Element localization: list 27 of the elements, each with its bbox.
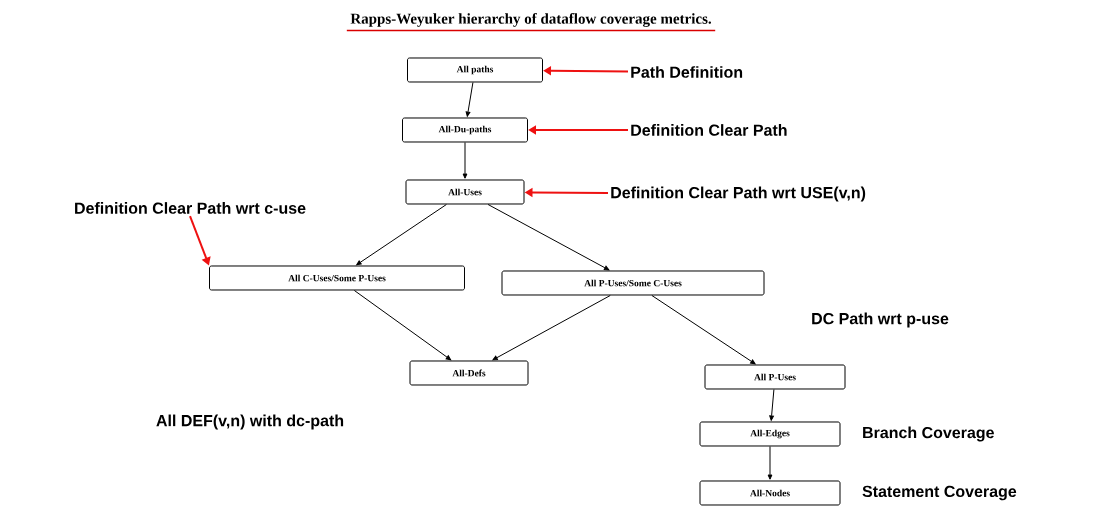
- annotation: Branch Coverage: [863, 426, 994, 442]
- metric-box: All-Du-paths: [402, 117, 528, 143]
- annotation: All DEF(v,n) with dc-path: [156, 414, 344, 430]
- metric-box: All-Edges: [699, 421, 841, 447]
- annotation: Definition Clear Path: [631, 124, 787, 136]
- metric-box: All-Nodes: [699, 480, 841, 506]
- arrow: [487, 204, 610, 271]
- arrow: [767, 446, 773, 480]
- metric-box: All-Defs: [409, 360, 529, 386]
- metric-box: All P-Uses: [704, 364, 846, 390]
- annotation: Path Definition: [631, 66, 743, 78]
- arrow: [465, 82, 474, 117]
- arrow: [769, 389, 775, 421]
- arrow: [492, 295, 611, 361]
- metric-box: All C-Uses/Some P-Uses: [209, 265, 465, 291]
- annotation: DC Path wrt p-use: [812, 312, 949, 328]
- arrow: [356, 204, 447, 266]
- metric-box: All-Uses: [405, 179, 525, 205]
- arrow: [353, 290, 452, 361]
- annotation: Statement Coverage: [862, 485, 1017, 501]
- arrow: [651, 295, 756, 365]
- title: Rapps-Weyuker hierarchy of dataflow coverage metrics.: [350, 13, 711, 27]
- annotation: Definition Clear Path wrt c-use: [75, 202, 306, 214]
- annotation: Definition Clear Path wrt USE(v,n): [611, 186, 866, 202]
- arrow: [462, 142, 468, 179]
- metric-box: All paths: [407, 57, 543, 83]
- metric-box: All P-Uses/Some C-Uses: [501, 270, 765, 296]
